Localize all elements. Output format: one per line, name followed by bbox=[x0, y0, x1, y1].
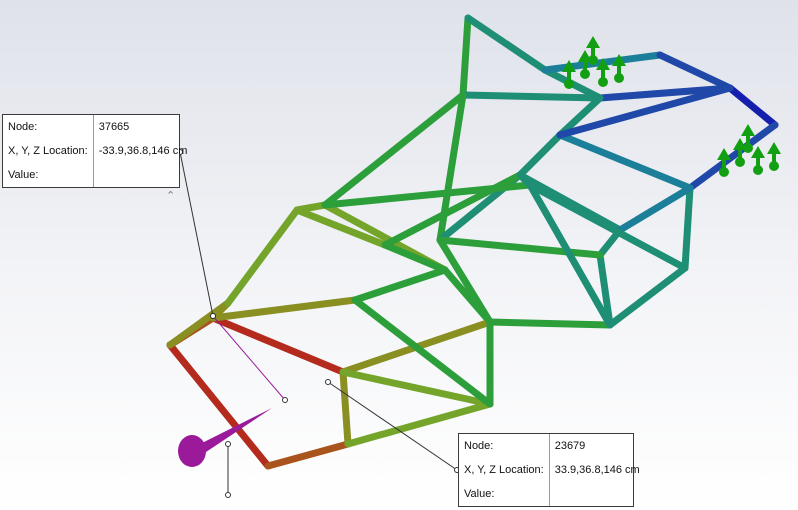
frame-member bbox=[556, 94, 604, 139]
highlight-line bbox=[212, 315, 286, 401]
frame-member bbox=[321, 181, 534, 209]
frame-member bbox=[436, 236, 604, 259]
value-value bbox=[549, 482, 645, 506]
frame-member bbox=[556, 131, 694, 192]
frame-member bbox=[596, 84, 734, 102]
location-label: X, Y, Z Location: bbox=[459, 458, 550, 482]
frame-member bbox=[726, 84, 779, 129]
frame-member bbox=[209, 296, 359, 322]
frame-member bbox=[209, 314, 347, 376]
probe-callout-node-23679[interactable]: Node: 23679 X, Y, Z Location: 33.9,36.8,… bbox=[458, 433, 640, 507]
location-value: 33.9,36.8,146 cm bbox=[554, 464, 640, 476]
frame-member bbox=[526, 181, 614, 329]
node-label: Node: bbox=[459, 434, 550, 458]
node-value: 23679 bbox=[554, 440, 586, 452]
load-and-fixtures bbox=[178, 36, 781, 467]
frame-member bbox=[344, 400, 494, 448]
frame-members bbox=[166, 14, 779, 470]
frame-member bbox=[516, 131, 564, 179]
frame-member bbox=[459, 14, 472, 99]
probe-1-leader bbox=[179, 151, 214, 317]
value-label: Value: bbox=[3, 163, 94, 187]
frame-member bbox=[293, 206, 389, 249]
leader-handle[interactable] bbox=[325, 379, 331, 385]
node-label: Node: bbox=[3, 115, 94, 139]
probe-leader-lines bbox=[177, 149, 460, 498]
fixed-geometry-arrow-icon bbox=[717, 124, 781, 177]
frame-member bbox=[516, 171, 534, 189]
force-load-icon bbox=[192, 408, 272, 456]
leader-handle[interactable] bbox=[225, 492, 231, 498]
fixed-geometry-arrow-icon bbox=[562, 36, 626, 89]
frame-member bbox=[686, 121, 779, 192]
frame-member bbox=[339, 368, 352, 448]
probe-2-leader bbox=[327, 381, 458, 471]
leader-handle[interactable] bbox=[282, 397, 288, 403]
frame-member bbox=[681, 184, 694, 272]
frame-member bbox=[459, 91, 604, 102]
frame-member bbox=[596, 251, 614, 329]
load-disc bbox=[178, 435, 206, 467]
frame-member bbox=[616, 184, 694, 234]
frame-member bbox=[351, 296, 494, 408]
frame-member bbox=[526, 181, 689, 272]
frame-member bbox=[351, 266, 449, 304]
frame-member bbox=[436, 236, 494, 326]
frame-member bbox=[224, 206, 301, 307]
location-value: -33.9,36.8,146 cm bbox=[98, 145, 188, 157]
frame-member bbox=[321, 91, 467, 209]
frame-member bbox=[464, 14, 549, 74]
location-label: X, Y, Z Location: bbox=[3, 139, 94, 163]
value-value bbox=[93, 163, 192, 187]
leader-handle[interactable] bbox=[225, 441, 231, 447]
frame-member bbox=[606, 264, 689, 329]
leader-handle[interactable] bbox=[210, 313, 216, 319]
frame-member bbox=[166, 341, 272, 470]
frame-member bbox=[556, 84, 734, 139]
frame-member bbox=[486, 318, 614, 329]
value-label: Value: bbox=[459, 482, 550, 506]
chevron-up-icon[interactable]: ⌃ bbox=[166, 190, 176, 202]
frame-member bbox=[339, 368, 494, 408]
node-value: 37665 bbox=[98, 121, 130, 133]
frame-member bbox=[381, 241, 449, 274]
frame-member bbox=[264, 440, 352, 470]
probe-callout-node-37665[interactable]: Node: 37665 X, Y, Z Location: -33.9,36.8… bbox=[2, 114, 187, 188]
frame-member bbox=[656, 51, 734, 92]
